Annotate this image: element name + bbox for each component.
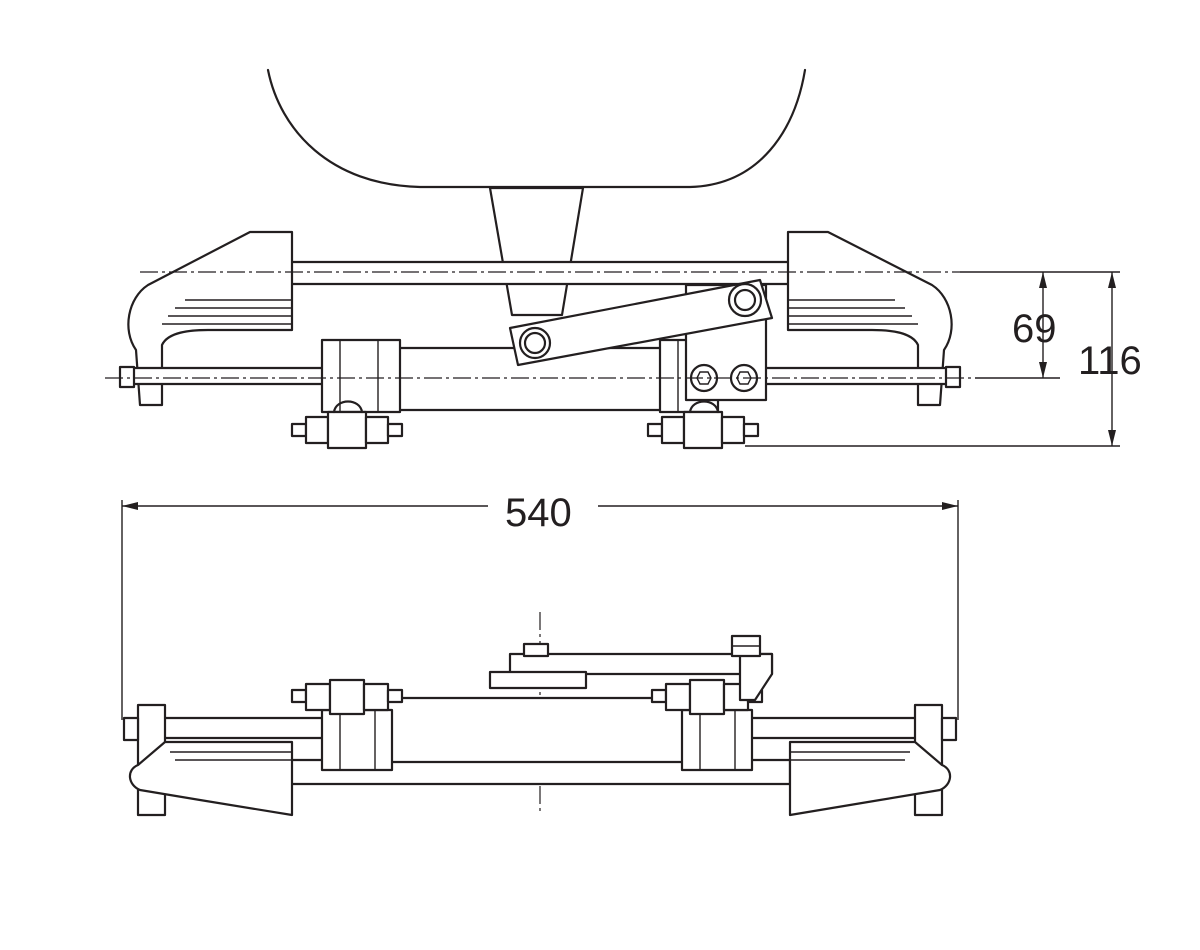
arm-pivot-right xyxy=(727,282,763,318)
plan-tiller-base xyxy=(488,670,588,690)
right-bracket-ribs xyxy=(788,299,918,325)
dimension-116: 116 xyxy=(1078,339,1142,383)
plan-view xyxy=(122,612,958,817)
right-rod-nut xyxy=(944,365,962,389)
left-clamp xyxy=(320,338,402,414)
width-dimension xyxy=(121,500,959,720)
tiller-post xyxy=(488,186,585,317)
right-fitting xyxy=(646,400,760,450)
dimension-540: 540 xyxy=(505,491,572,535)
plan-arm-bolt-left xyxy=(522,642,550,658)
left-bracket xyxy=(127,230,294,407)
dimension-69: 69 xyxy=(1012,307,1057,351)
right-bracket xyxy=(786,230,953,407)
height-dimensions xyxy=(745,271,1120,447)
plan-right-clamp xyxy=(680,708,754,772)
plan-cylinder xyxy=(383,696,687,764)
plan-left-nut xyxy=(122,716,140,742)
side-view xyxy=(105,68,975,450)
left-fitting xyxy=(290,400,404,450)
plan-left-fitting xyxy=(290,678,404,716)
tiller-arm xyxy=(508,278,774,367)
hull-outline xyxy=(266,68,807,189)
plan-right-nut xyxy=(940,716,958,742)
upper-tube xyxy=(248,260,812,286)
left-bracket-ribs xyxy=(162,299,292,325)
left-rod-nut xyxy=(118,365,136,389)
plan-left-clamp xyxy=(320,708,394,772)
